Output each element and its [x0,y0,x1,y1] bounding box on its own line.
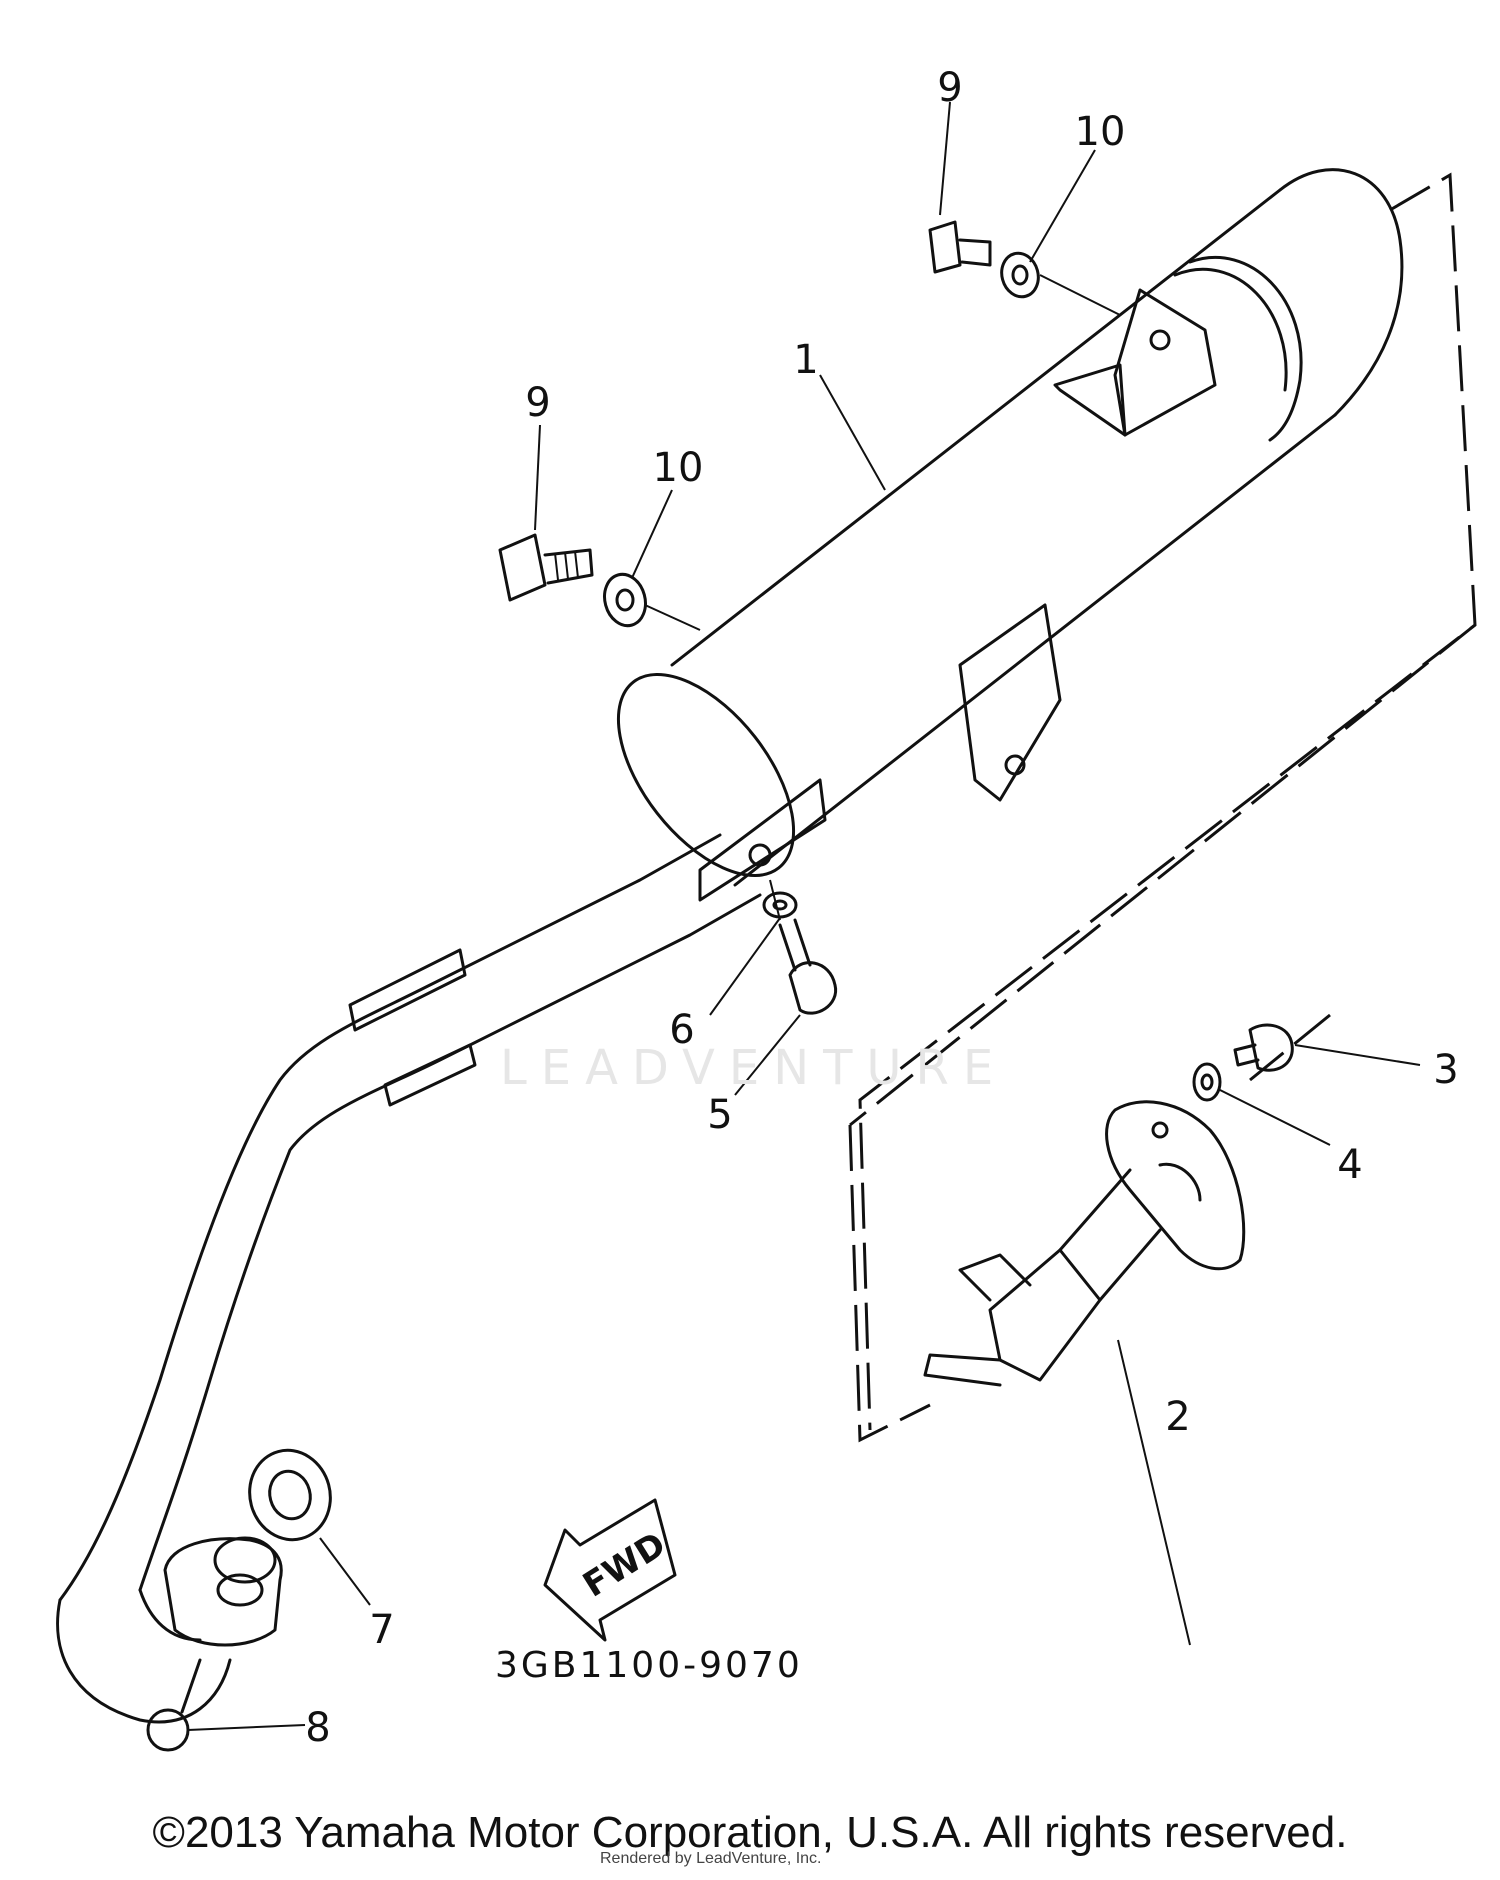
callout-2-spark-arrester: 2 [1165,1394,1191,1440]
leader-lines [187,101,1421,1731]
bolt-5 [778,918,838,1015]
washer-4 [1192,1062,1222,1102]
fwd-arrow [543,1498,677,1642]
bolt-rear [928,220,992,274]
washer-6 [762,891,798,919]
exhaust-flange [163,1536,283,1647]
part-code: 3GB1100-9070 [495,1645,803,1686]
callout-10-front: 10 [652,445,704,491]
callout-9-rear: 9 [937,65,963,111]
exhaust-pipe [56,833,762,1724]
watermark: LEADVENTURE [500,1040,1008,1096]
muffler-bracket-front [698,778,827,902]
callout-10-rear: 10 [1074,109,1126,155]
washer-front [603,572,647,628]
spark-arrester [923,1100,1246,1387]
muffler-body [616,168,1404,887]
gasket [248,1448,332,1542]
bolt-front [498,533,594,602]
callout-6-washer: 6 [669,1007,695,1053]
callout-9-front: 9 [525,380,551,426]
muffler-bracket-middle [958,603,1062,802]
muffler-bracket-rear [1053,288,1217,437]
nut [146,1658,202,1752]
screw-3 [1233,1023,1294,1072]
callout-8-nut: 8 [305,1705,331,1751]
assembly-outline [848,172,1477,1443]
rendered-by-notice: Rendered by LeadVenture, Inc. [600,1850,822,1867]
washer-rear [1000,251,1040,299]
callout-7-gasket: 7 [369,1607,395,1653]
callout-1-muffler: 1 [793,337,819,383]
callout-5-bolt: 5 [707,1092,733,1138]
callout-3-screw: 3 [1433,1047,1459,1093]
callout-4-washer: 4 [1337,1142,1363,1188]
copyright-notice: ©2013 Yamaha Motor Corporation, U.S.A. A… [152,1808,1348,1857]
